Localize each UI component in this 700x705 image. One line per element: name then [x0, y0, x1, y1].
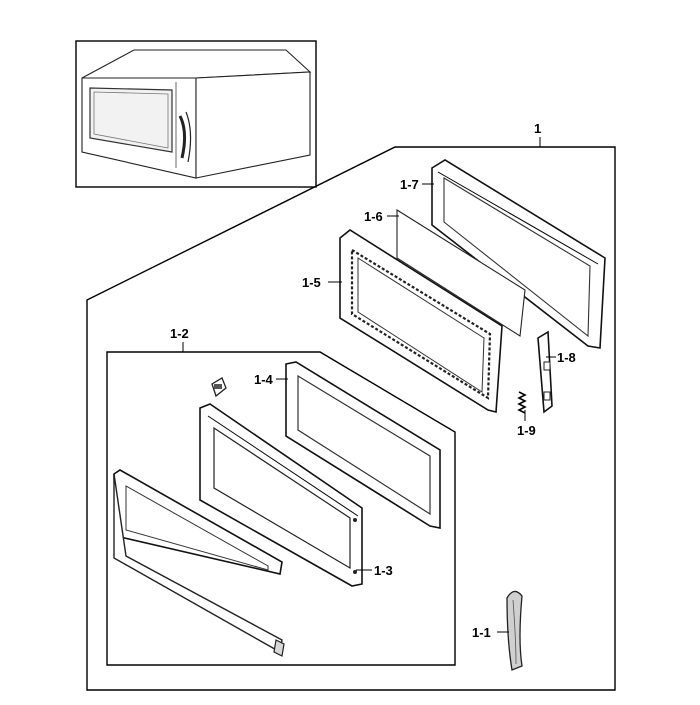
label-door-frame: 1-3: [374, 563, 393, 578]
latch-hook-part: [537, 330, 553, 414]
label-inner-door-frame: 1-7: [400, 177, 419, 192]
microwave-overview-inset: [75, 40, 317, 188]
handle-part: [506, 590, 523, 671]
choke-frame-part: [339, 229, 503, 414]
label-handle: 1-1: [472, 625, 491, 640]
label-spring: 1-9: [517, 423, 536, 438]
label-assembly: 1: [534, 121, 541, 136]
microwave-illustration: [81, 49, 312, 179]
spring-part: [517, 391, 527, 414]
label-latch-hook: 1-8: [557, 350, 576, 365]
label-choke-frame: 1-5: [302, 275, 321, 290]
label-screen-film: 1-6: [364, 209, 383, 224]
screen-film-part: [396, 209, 526, 337]
door-assembly-boundary: [106, 351, 456, 666]
door-clip-part: [211, 377, 227, 398]
inset-frame: [75, 40, 317, 188]
assembly-boundary: [86, 146, 616, 691]
door-outer-panel-part: [113, 469, 285, 657]
label-door-assembly: 1-2: [170, 326, 189, 341]
door-frame-part: [199, 403, 363, 587]
label-door-glass-panel: 1-4: [254, 372, 274, 387]
door-glass-panel-part: [285, 361, 441, 529]
inner-door-frame-part: [431, 159, 606, 349]
